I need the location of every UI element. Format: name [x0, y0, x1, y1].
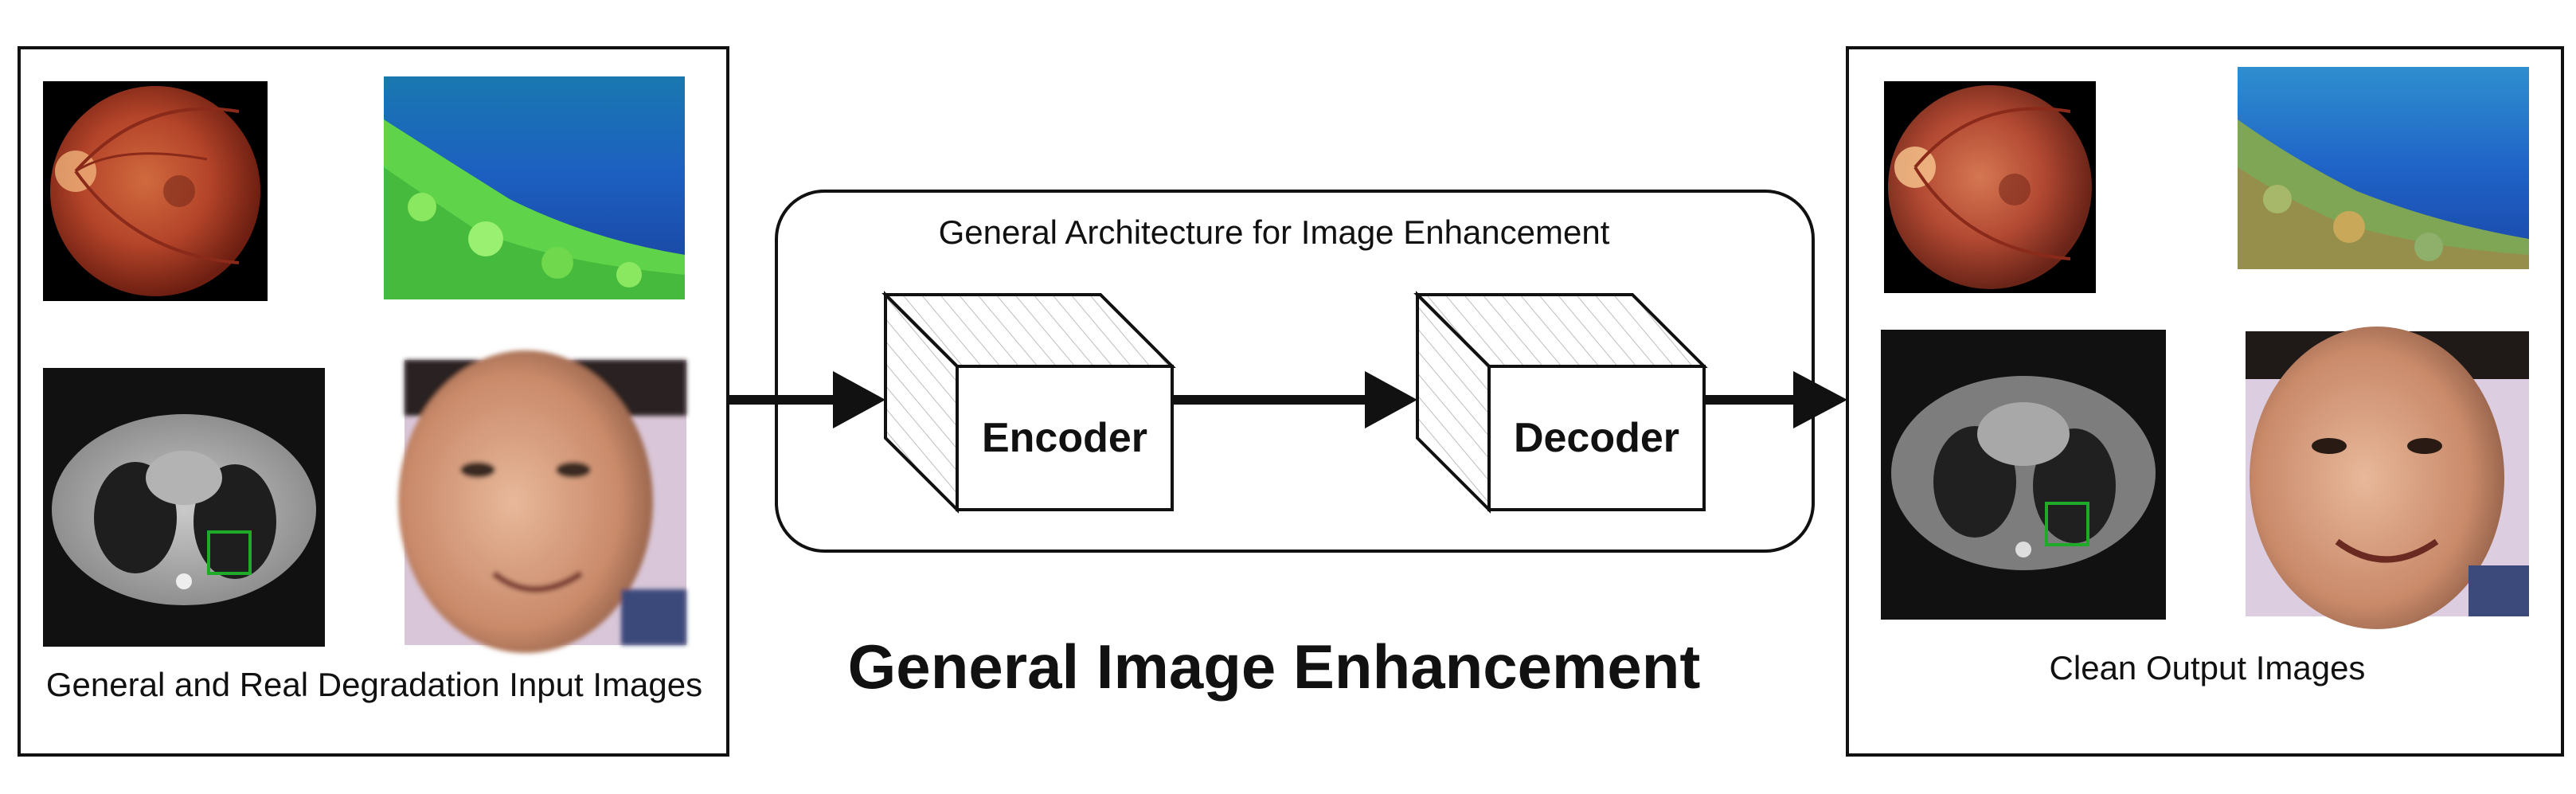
encoder-label: Encoder [981, 415, 1148, 461]
output-face-image [2246, 327, 2529, 629]
encoder-block [881, 291, 1176, 514]
architecture-frame [775, 190, 1815, 553]
output-panel-frame [1846, 46, 2564, 757]
main-title: General Image Enhancement [847, 632, 1701, 702]
output-underwater-image [2238, 67, 2529, 269]
arrow-decoder-to-output [1704, 371, 1847, 428]
decoder-label: Decoder [1513, 415, 1680, 461]
decoder-block [1413, 291, 1708, 514]
input-roi-box [207, 530, 252, 575]
output-ct-scan-image [1881, 330, 2166, 620]
output-panel-caption: Clean Output Images [2049, 649, 2366, 686]
input-retina-image [43, 81, 268, 301]
input-panel-caption: General and Real Degradation Input Image… [45, 666, 703, 703]
arrow-input-to-encoder [728, 371, 885, 428]
output-roi-box [2045, 502, 2089, 546]
input-underwater-image [384, 76, 685, 299]
architecture-title: General Architecture for Image Enhanceme… [938, 213, 1610, 251]
output-retina-image [1884, 81, 2096, 293]
arrow-encoder-to-decoder [1172, 371, 1417, 428]
input-face-image [398, 350, 686, 653]
input-ct-scan-image [43, 368, 325, 647]
